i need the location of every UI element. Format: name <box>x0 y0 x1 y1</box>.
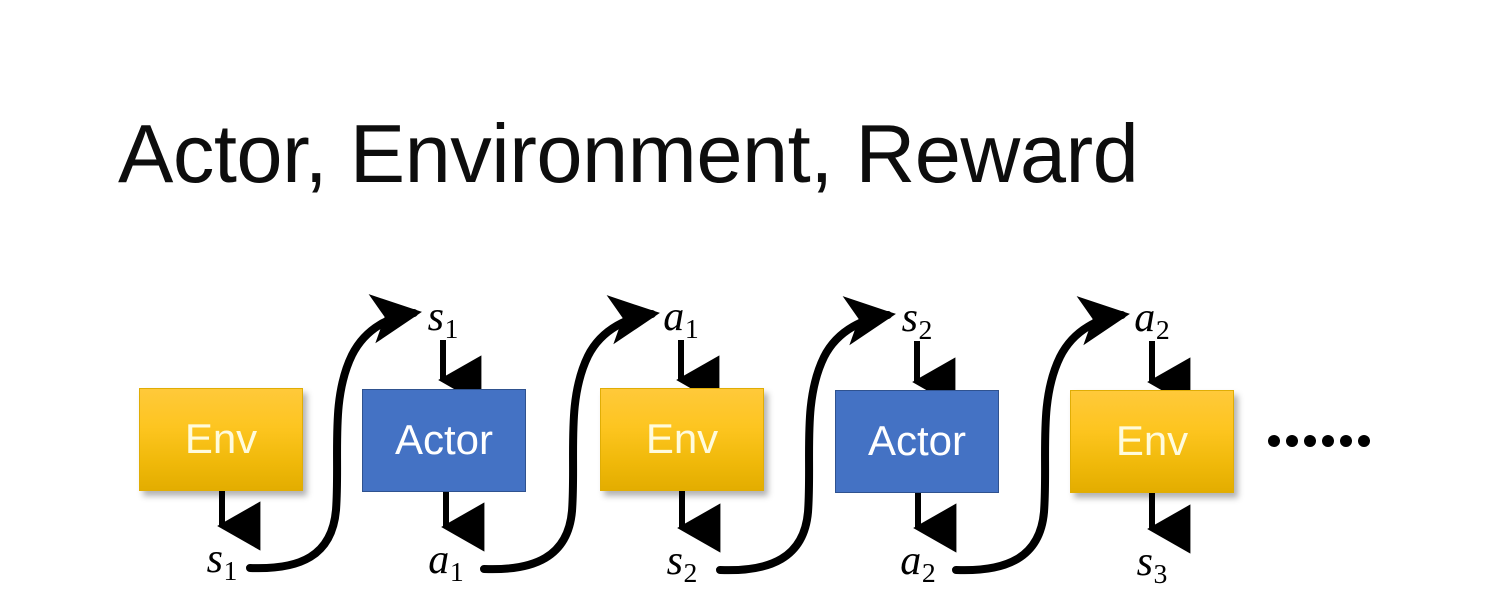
label-bottom-state-s2: s2 <box>666 538 698 589</box>
label-top-action-a2: a2 <box>1134 295 1170 346</box>
continuation-ellipsis-icon <box>1268 435 1370 447</box>
node-label: Actor <box>394 415 494 463</box>
ellipsis-dot <box>1358 435 1370 447</box>
ellipsis-dot <box>1340 435 1352 447</box>
node-env-2[interactable]: Env <box>600 388 764 491</box>
label-top-state-s2: s2 <box>901 295 933 346</box>
node-env-1[interactable]: Env <box>139 388 303 491</box>
label-bottom-action-a1: a1 <box>428 537 464 588</box>
node-label: Env <box>1115 416 1189 464</box>
ellipsis-dot <box>1304 435 1316 447</box>
node-label: Env <box>645 414 719 462</box>
label-top-action-a1: a1 <box>663 294 699 345</box>
label-bottom-state-s3: s3 <box>1136 539 1168 590</box>
node-label: Actor <box>867 416 967 464</box>
node-env-3[interactable]: Env <box>1070 390 1234 493</box>
node-label: Env <box>184 414 258 462</box>
label-top-state-s1: s1 <box>427 294 459 345</box>
node-actor-2[interactable]: Actor <box>835 390 999 493</box>
ellipsis-dot <box>1286 435 1298 447</box>
ellipsis-dot <box>1268 435 1280 447</box>
label-bottom-action-a2: a2 <box>900 538 936 589</box>
ellipsis-dot <box>1322 435 1334 447</box>
page-title: Actor, Environment, Reward <box>118 107 1139 200</box>
node-actor-1[interactable]: Actor <box>362 389 526 492</box>
label-bottom-state-s1: s1 <box>206 536 238 587</box>
